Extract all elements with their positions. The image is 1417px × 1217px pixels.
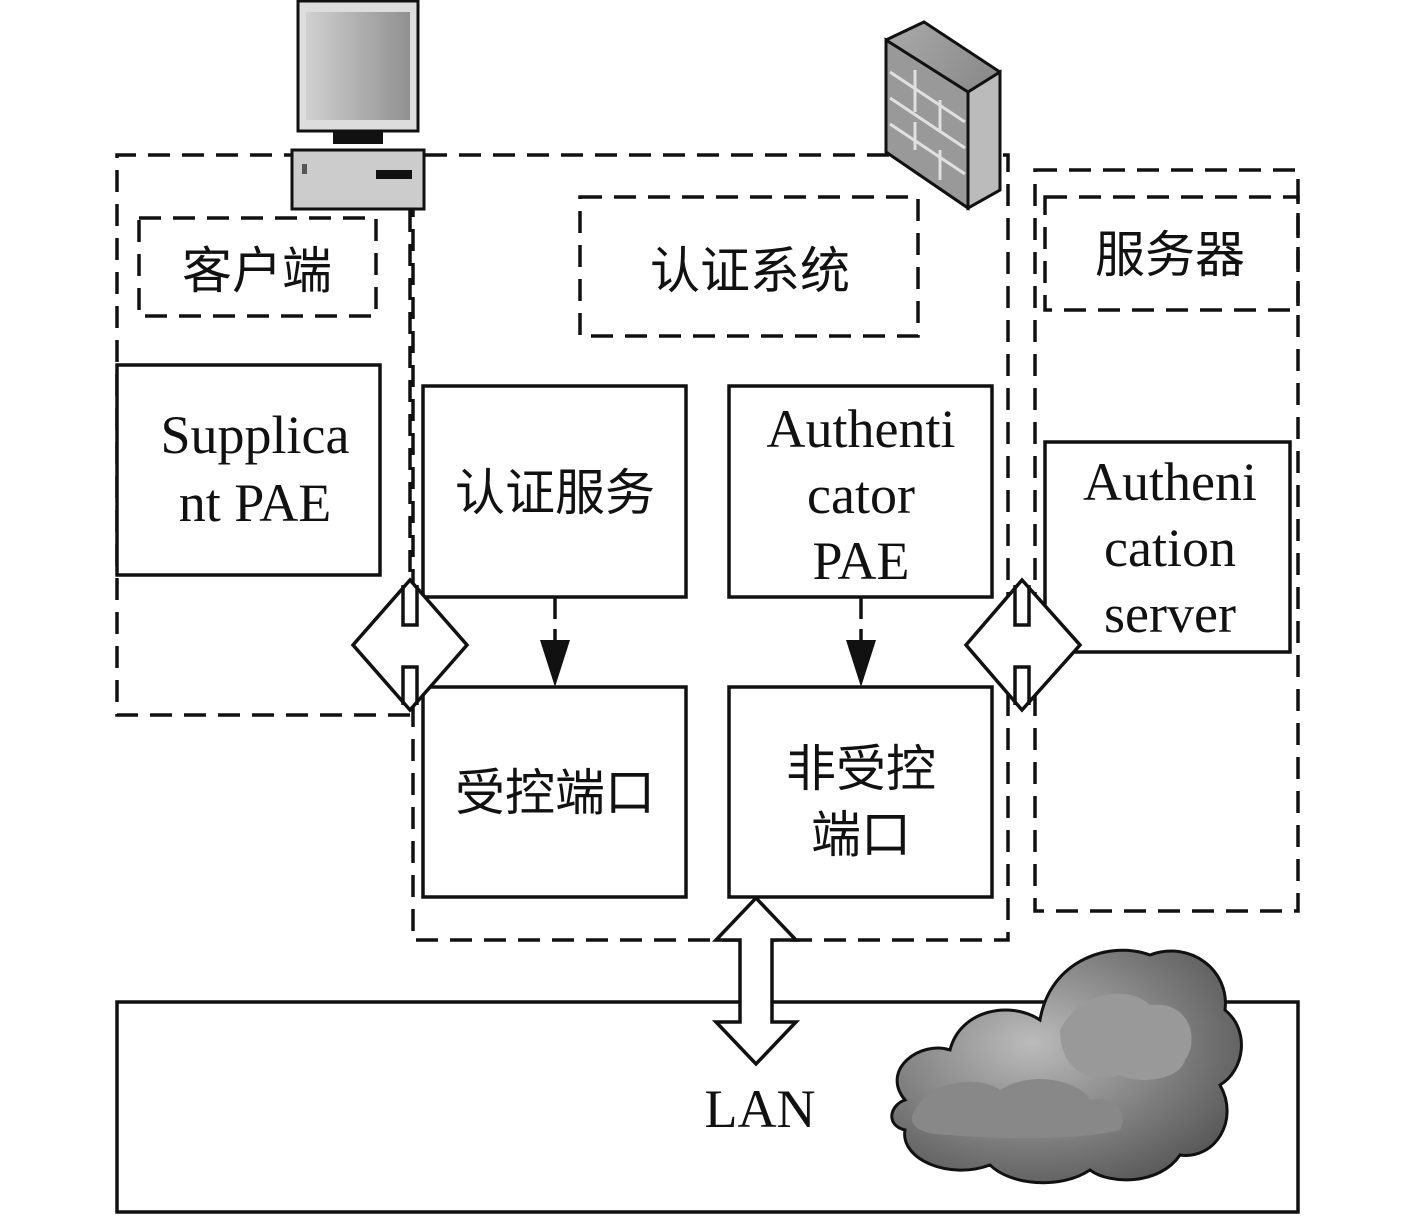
lan-double-arrow	[711, 895, 801, 1067]
uncontrolled-port-label: 非受控端口	[786, 740, 936, 864]
auth-system-label: 认证系统	[650, 242, 850, 300]
firewall-icon	[884, 20, 1002, 211]
server-label: 服务器	[1095, 226, 1245, 284]
controlled-port-box	[421, 685, 688, 899]
auth-service-box	[421, 384, 688, 599]
auth-server-connector	[963, 577, 1083, 713]
client-label-box	[137, 216, 378, 318]
computer-icon	[290, 0, 426, 211]
client-label: 客户端	[182, 242, 332, 300]
supplicant-pae-box	[115, 363, 382, 577]
auth-service-label: 认证服务	[455, 464, 655, 522]
dashed-arrow-authenticator-to-uncontrolled-port	[846, 597, 876, 687]
uncontrolled-port-box	[727, 685, 994, 899]
cloud-icon	[890, 948, 1243, 1185]
auth-system-label-box	[578, 195, 920, 338]
controlled-port-label: 受控端口	[455, 764, 655, 822]
authenticator-pae-box	[727, 384, 994, 599]
dashed-arrow-auth-service-to-controlled-port	[540, 597, 570, 687]
lan-label: LAN	[705, 1079, 816, 1139]
auth-server-box	[1043, 440, 1292, 654]
server-label-box	[1043, 195, 1300, 312]
client-auth-connector	[350, 577, 470, 713]
